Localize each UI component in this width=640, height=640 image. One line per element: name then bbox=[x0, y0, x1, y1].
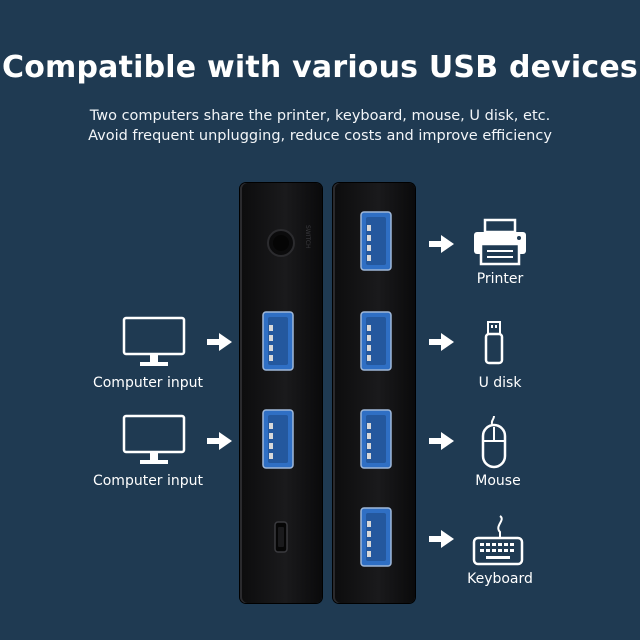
usb-drive-icon bbox=[484, 321, 504, 365]
arrow-right-icon bbox=[429, 530, 454, 548]
computer-input-label-1: Computer input bbox=[92, 375, 204, 391]
page-title: Compatible with various USB devices bbox=[2, 50, 638, 85]
monitor-icon bbox=[122, 414, 186, 464]
printer-icon bbox=[474, 218, 526, 266]
mouse-label: Mouse bbox=[475, 473, 521, 489]
subtitle-line-1: Two computers share the printer, keyboar… bbox=[89, 108, 551, 124]
arrow-right-icon bbox=[207, 333, 232, 351]
arrow-right-icon bbox=[207, 432, 232, 450]
computer-input-label-2: Computer input bbox=[92, 473, 204, 489]
keyboard-label: Keyboard bbox=[467, 571, 533, 587]
mouse-icon bbox=[481, 415, 507, 469]
arrow-right-icon bbox=[429, 432, 454, 450]
usb-port-computer-2 bbox=[262, 409, 294, 469]
udisk-label: U disk bbox=[478, 375, 522, 391]
subtitle-line-2: Avoid frequent unplugging, reduce costs … bbox=[88, 128, 552, 144]
usb-port-printer bbox=[360, 211, 392, 271]
kvm-switch-left-panel: SWITCH bbox=[240, 183, 322, 603]
usb-port-computer-1 bbox=[262, 311, 294, 371]
keyboard-icon bbox=[472, 515, 524, 566]
arrow-right-icon bbox=[429, 235, 454, 253]
monitor-icon bbox=[122, 316, 186, 366]
switch-side-label: SWITCH bbox=[304, 225, 311, 249]
switch-button[interactable] bbox=[266, 228, 296, 258]
usb-port-keyboard bbox=[360, 507, 392, 567]
usb-port-udisk bbox=[360, 311, 392, 371]
printer-label: Printer bbox=[476, 271, 524, 287]
kvm-switch-right-panel bbox=[333, 183, 415, 603]
arrow-right-icon bbox=[429, 333, 454, 351]
power-port bbox=[274, 521, 288, 553]
usb-port-mouse bbox=[360, 409, 392, 469]
